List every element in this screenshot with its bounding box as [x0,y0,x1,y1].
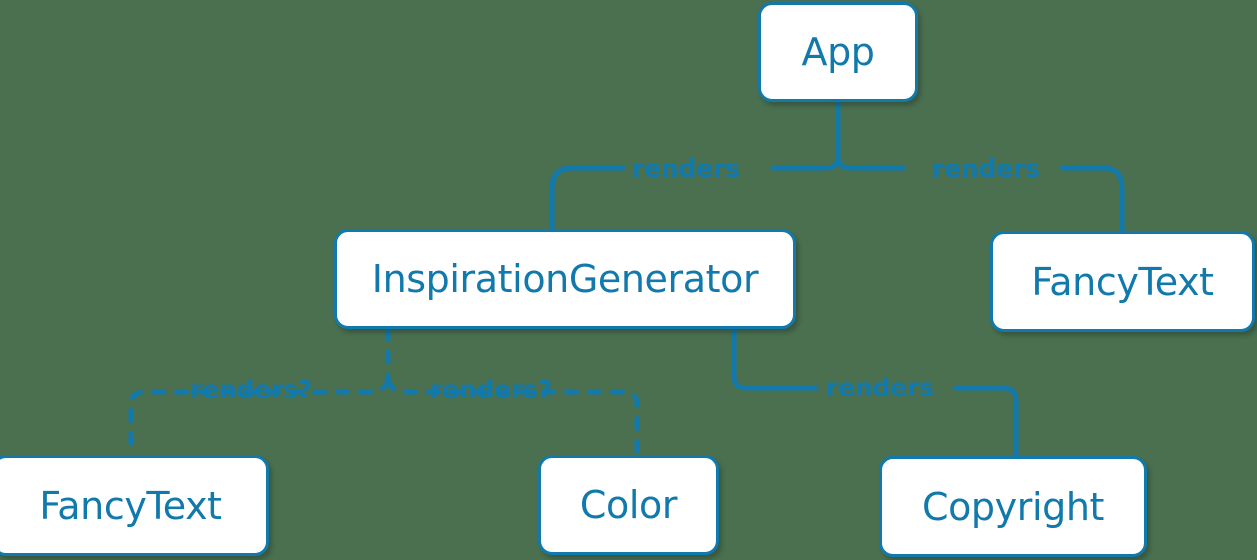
node-fancytext-bottom[interactable]: FancyText [0,455,269,556]
node-copyright[interactable]: Copyright [879,456,1147,557]
node-fancytext-top[interactable]: FancyText [990,231,1255,332]
edge-label-app-fancytext: renders [932,154,1040,183]
edge-inspgen-copyright-left [731,326,819,391]
edge-label-inspirationgenerator-color: renders? [430,375,553,404]
node-label-app: App [801,30,875,74]
edge-label-inspirationgenerator-copyright: renders [826,373,934,402]
node-label-copyright: Copyright [921,484,1105,529]
node-inspirationgenerator[interactable]: InspirationGenerator [334,229,796,329]
node-color[interactable]: Color [538,455,719,555]
edge-label-inspirationgenerator-fancytext: renders? [190,375,313,404]
node-label-inspirationgenerator: InspirationGenerator [371,257,759,301]
edge-app-stem [770,99,841,171]
edge-app-to-inspirationgenerator [835,153,906,171]
edge-label-app-inspirationgenerator: renders [632,154,740,183]
node-app[interactable]: App [758,2,918,102]
node-label-color: Color [579,483,678,527]
node-label-fancytext-bottom: FancyText [39,483,222,528]
edge-app-fancytext-run [1059,165,1125,234]
node-label-fancytext-top: FancyText [1031,259,1214,304]
edge-inspgen-copyright-right [953,385,1019,459]
edge-app-inspgen-run [549,165,626,232]
